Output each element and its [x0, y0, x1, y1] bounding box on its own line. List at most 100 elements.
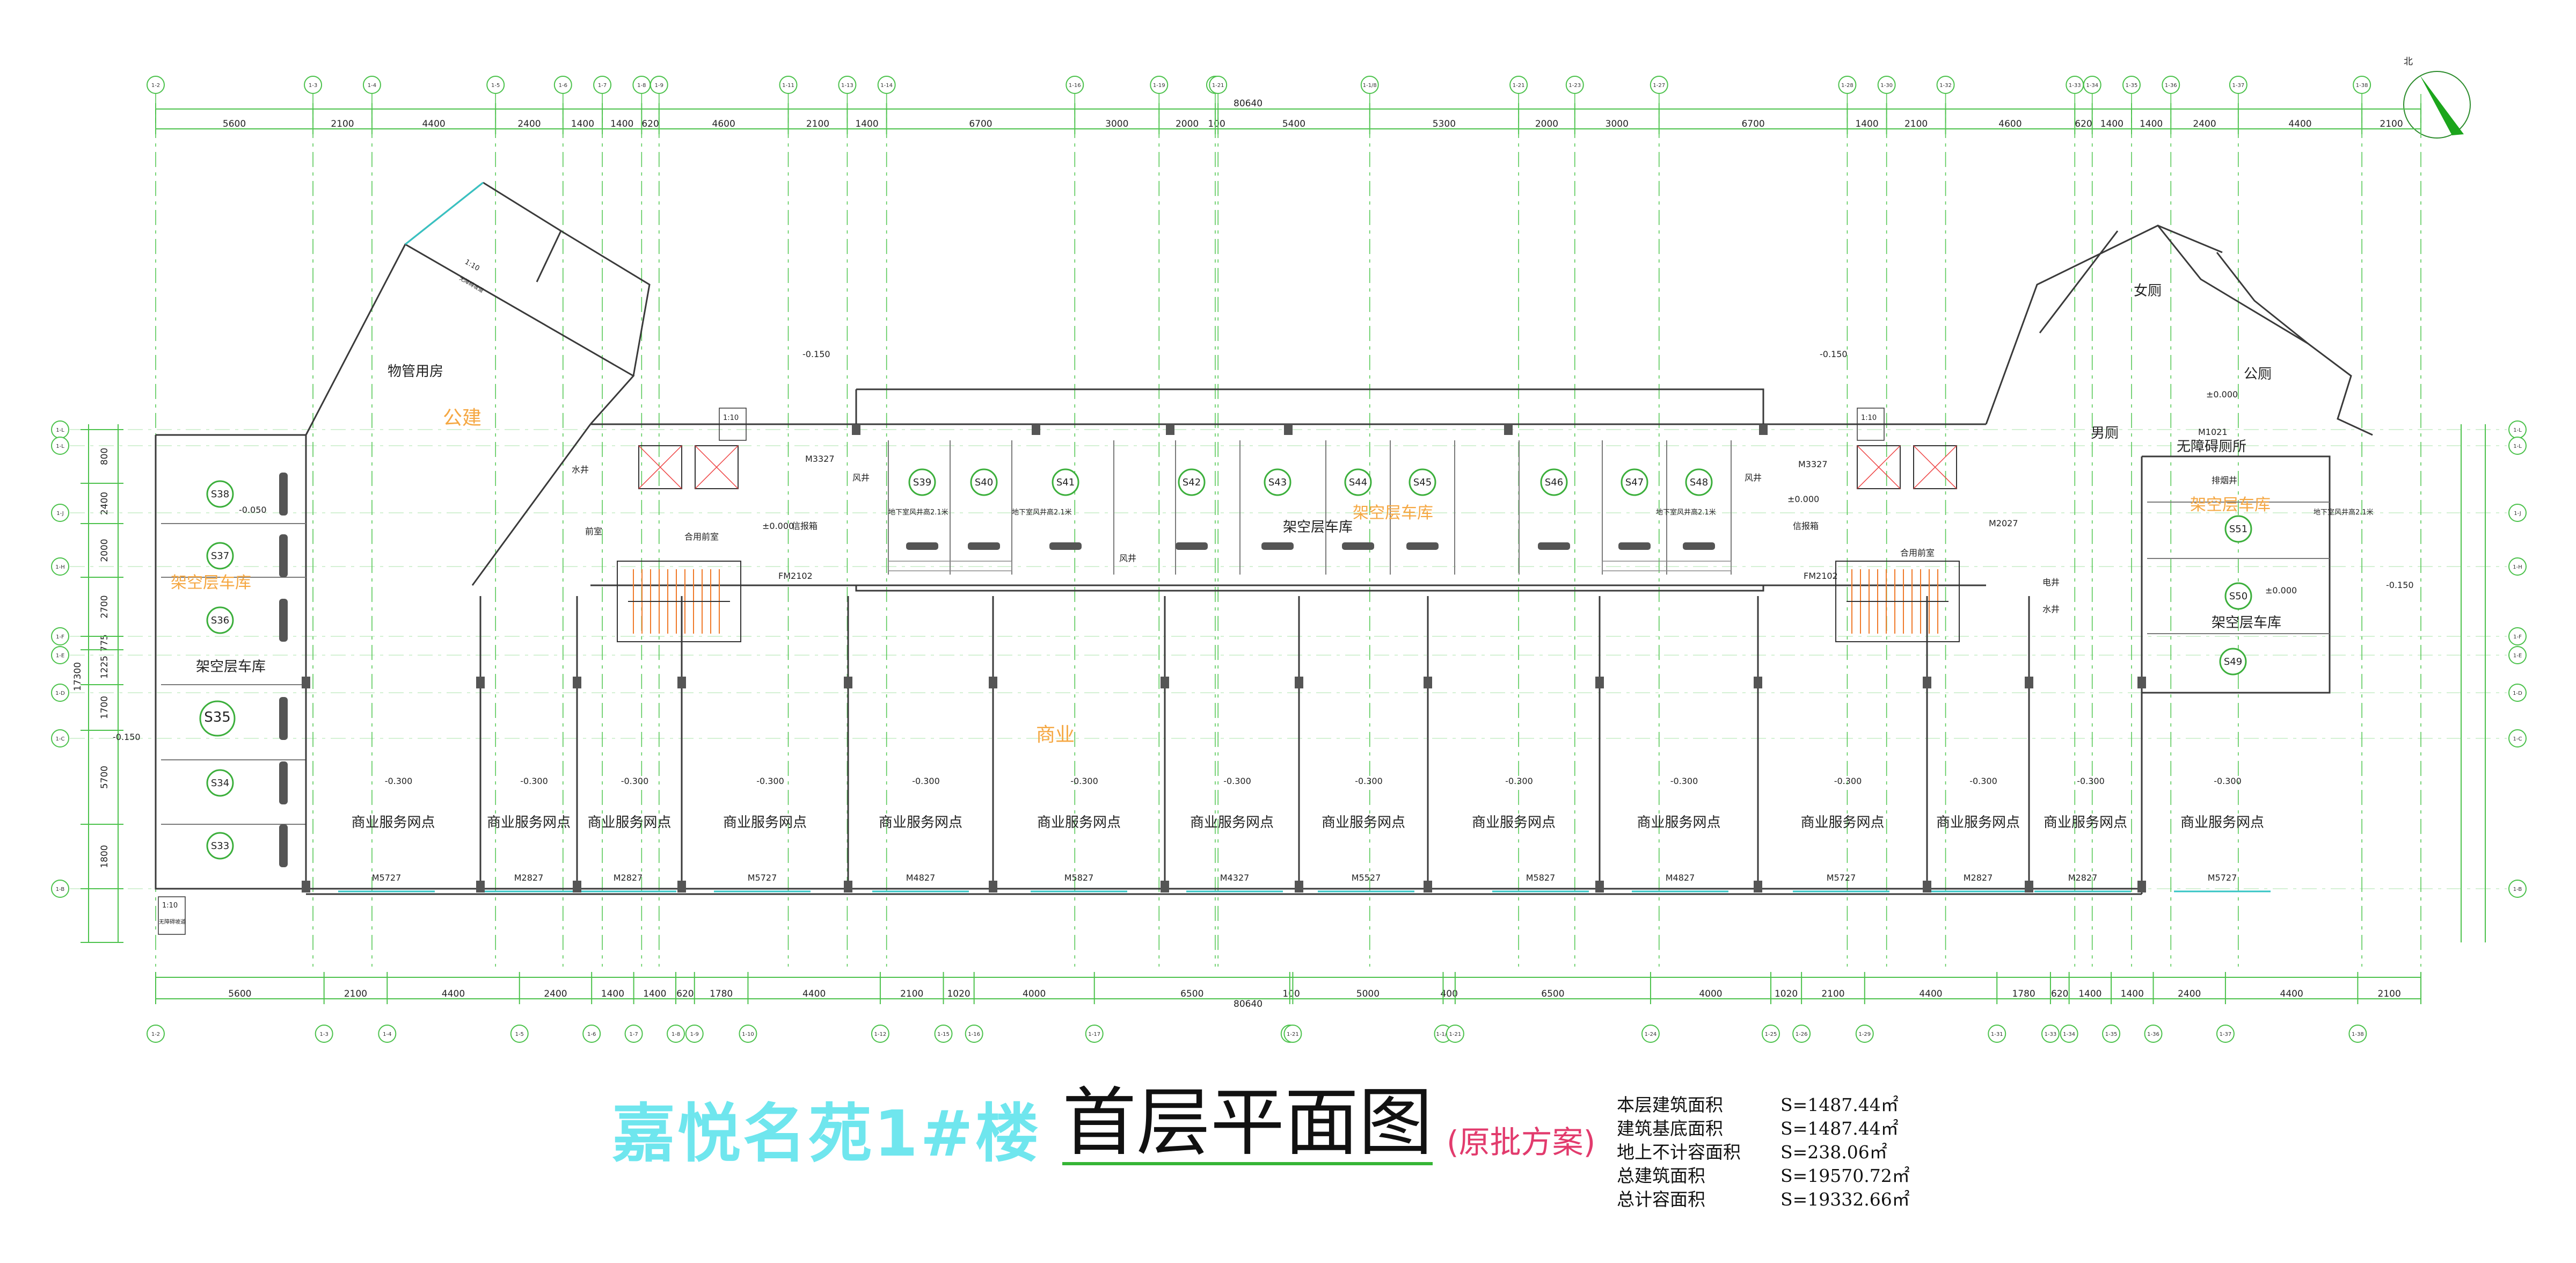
shop-elevation: -0.300 [385, 776, 413, 786]
svg-text:1-25: 1-25 [1765, 1032, 1777, 1037]
room-carport-mid-orange: 架空层车库 [1353, 504, 1433, 522]
elev-left-outside: -0.150 [113, 732, 141, 742]
bottom-dimension-value: 5600 [228, 989, 251, 999]
svg-text:1-17: 1-17 [1088, 1032, 1100, 1037]
area-label: 本层建筑面积 [1617, 1094, 1723, 1115]
parking-space-marker: S50 [2224, 582, 2252, 610]
svg-text:S43: S43 [1268, 477, 1287, 488]
bottom-dimension-value: 2400 [2178, 989, 2201, 999]
svg-text:1-L: 1-L [2513, 427, 2522, 433]
axis-bubble-top: 1-32 [1936, 76, 1955, 94]
top-dimension-value: 2000 [1176, 119, 1199, 129]
axis-bubble-top: 1-4 [362, 76, 381, 94]
bottom-dimension-value: 1400 [2078, 989, 2101, 999]
shop-label: 商业服务网点 [1037, 815, 1121, 831]
svg-text:1-21: 1-21 [1212, 83, 1224, 89]
top-dimension-value: 3000 [1105, 119, 1128, 129]
bottom-dimension-value: 2100 [900, 989, 923, 999]
svg-text:1-2: 1-2 [151, 1032, 160, 1037]
bottom-dimension-value: 620 [2051, 989, 2068, 999]
area-value: S=238.06㎡ [1780, 1142, 1887, 1163]
axis-bubble-right: 1-E [2508, 646, 2527, 664]
svg-text:1-3: 1-3 [309, 83, 317, 89]
shop-label: 商业服务网点 [1472, 815, 1556, 831]
door-tag: M4827 [906, 873, 936, 883]
svg-text:1-E: 1-E [56, 653, 64, 659]
axis-bubble-right: 1-C [2508, 729, 2527, 747]
parking-space-marker: S49 [2219, 648, 2247, 676]
bottom-dimension-value: 400 [1440, 989, 1457, 999]
door-tag: FM2102 [1804, 571, 1838, 581]
svg-text:1-13: 1-13 [841, 83, 853, 89]
svg-text:1-H: 1-H [55, 564, 65, 570]
elevation-marks: -0.050 -0.150 -0.150 -0.150 -0.150 ±0.00… [113, 349, 2414, 742]
elev-left-carport: -0.050 [239, 505, 267, 515]
left-dimension-value: 2400 [99, 492, 110, 515]
area-value: S=1487.44㎡ [1780, 1118, 1899, 1139]
axis-bubble-top: 1-13 [838, 76, 857, 94]
svg-text:S42: S42 [1183, 477, 1201, 488]
door-tag: FM2102 [778, 571, 813, 581]
axis-bubble-right: 1-F [2508, 627, 2527, 645]
axis-bubble-left: 1-L [51, 437, 69, 455]
svg-text:1-10: 1-10 [742, 1032, 754, 1037]
svg-text:S35: S35 [204, 709, 231, 725]
axis-bubble-left: 1-F [51, 627, 69, 645]
bottom-dimension-value: 1780 [2012, 989, 2035, 999]
top-dimension-value: 2100 [1904, 119, 1928, 129]
shop-elevation: -0.300 [756, 776, 784, 786]
parking-space-marker: S42 [1176, 468, 1208, 550]
bottom-dimension-value: 6500 [1541, 989, 1564, 999]
svg-text:S37: S37 [211, 550, 229, 562]
axis-bubble-bottom: 1-2 [147, 1025, 165, 1043]
vent-labels: 地下室风井高2.1米 地下室风井高2.1米 地下室风井高2.1米 地下室风井高2… [888, 508, 2374, 517]
svg-text:1-4: 1-4 [368, 83, 376, 89]
electric-well-right: 电井 [2042, 577, 2060, 587]
svg-text:1-7: 1-7 [598, 83, 607, 89]
door-tag: M5827 [1526, 873, 1556, 883]
top-dimension-value: 4600 [712, 119, 735, 129]
bottom-dimension-value: 1400 [601, 989, 624, 999]
axis-bubble-top: 1-21 [1209, 76, 1228, 94]
axis-bubble-left: 1-D [51, 684, 69, 702]
bottom-dimension-value: 1020 [947, 989, 970, 999]
top-dimension-value: 4400 [422, 119, 445, 129]
axis-bubble-top: 1-5 [486, 76, 505, 94]
svg-text:1-1/8: 1-1/8 [1436, 1032, 1450, 1037]
svg-text:1-F: 1-F [2513, 634, 2522, 640]
room-joint-front-right: 合用前室 [1900, 548, 1935, 558]
axis-bubble-top: 1-14 [877, 76, 896, 94]
svg-text:S39: S39 [913, 477, 931, 488]
top-dimension-value: 1400 [2100, 119, 2123, 129]
top-dimension-value: 1400 [610, 119, 633, 129]
door-tag: M5727 [2208, 873, 2237, 883]
door-tag: M1021 [2198, 427, 2228, 437]
svg-text:1-35: 1-35 [2105, 1032, 2118, 1037]
svg-text:1-C: 1-C [2513, 736, 2522, 742]
axis-bubble-right: 1-H [2508, 557, 2527, 576]
door-tag: M3327 [805, 454, 835, 464]
vent-label-2: 地下室风井高2.1米 [888, 508, 948, 517]
water-well-left: 水井 [572, 464, 589, 475]
ramp-left-label: 无障碍坡道 [159, 918, 186, 925]
parking-space-marker: S44 [1342, 468, 1374, 550]
shop-elevation: -0.300 [912, 776, 940, 786]
svg-text:1-30: 1-30 [1880, 83, 1893, 89]
svg-text:1-37: 1-37 [2232, 83, 2244, 89]
top-dimension-value: 2400 [2193, 119, 2216, 129]
shop-elevation: -0.300 [1505, 776, 1533, 786]
bottom-dimension-value: 4400 [802, 989, 826, 999]
axis-bubble-top: 1-37 [2229, 76, 2247, 94]
side-dimension-chains: 800240020002700775122517005700180017300 … [51, 420, 2527, 943]
bottom-dimension-value: 2100 [1821, 989, 1844, 999]
axis-bubble-top: 1-36 [2162, 76, 2180, 94]
axis-bubble-top: 1-27 [1650, 76, 1668, 94]
ramp-core-left-slope: 1:10 [723, 414, 739, 422]
svg-text:1-37: 1-37 [2220, 1032, 2232, 1037]
room-joint-front-left: 合用前室 [684, 532, 719, 542]
svg-text:1-L: 1-L [2513, 444, 2522, 449]
